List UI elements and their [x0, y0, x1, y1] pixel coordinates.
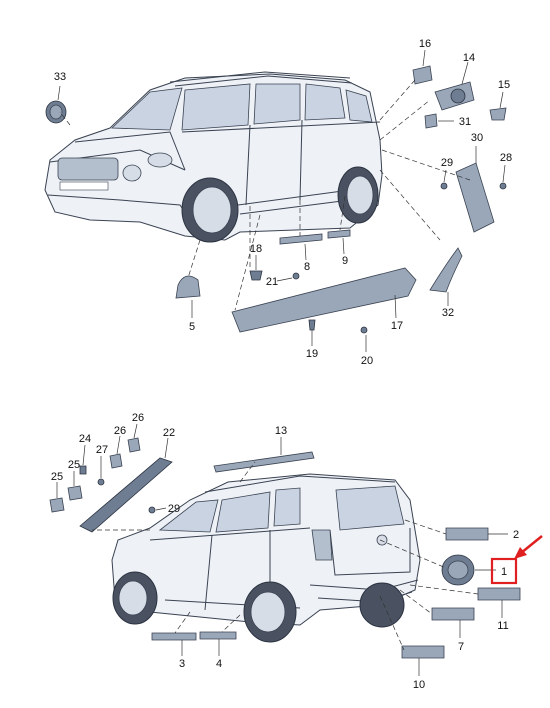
red-arrow-icon — [514, 535, 543, 559]
label-4: 4 — [216, 658, 222, 670]
label-29-top: 29 — [441, 157, 453, 169]
label-32: 32 — [442, 307, 454, 319]
label-22: 22 — [163, 427, 175, 439]
front-vehicle-view — [44, 71, 383, 243]
label-9: 9 — [342, 255, 348, 267]
label-29-bottom: 29 — [168, 503, 180, 515]
label-26-b: 26 — [114, 425, 126, 437]
label-25-b: 25 — [51, 471, 63, 483]
label-17: 17 — [391, 320, 403, 332]
part-33-badge — [45, 85, 67, 124]
part-3-sill-trim — [151, 632, 197, 656]
label-11: 11 — [497, 620, 508, 632]
highlight-box — [490, 557, 518, 585]
part-20-screw — [360, 326, 368, 352]
part-8-trim-strip — [279, 233, 323, 261]
label-26-a: 26 — [132, 412, 144, 424]
label-25-a: 25 — [68, 459, 80, 471]
label-19: 19 — [306, 348, 318, 360]
part-2-badge — [445, 527, 508, 541]
part-27-screw — [97, 456, 105, 486]
part-19-clip — [308, 319, 316, 346]
label-3: 3 — [179, 658, 185, 670]
part-25-clip-b — [49, 482, 65, 513]
part-11-lettering — [477, 587, 521, 618]
part-14-fog-cover — [434, 61, 475, 111]
part-15-clip — [489, 91, 507, 121]
part-9-trim-strip — [327, 229, 351, 255]
label-24: 24 — [79, 433, 91, 445]
part-31-clip — [424, 113, 454, 129]
label-20: 20 — [361, 355, 373, 367]
label-30: 30 — [471, 132, 483, 144]
part-22-roof-trim — [79, 437, 173, 533]
label-18: 18 — [250, 243, 262, 255]
label-1: 1 — [501, 566, 507, 578]
part-5-flap — [175, 275, 201, 318]
label-31: 31 — [459, 116, 471, 128]
part-13-roof-strip — [213, 437, 315, 473]
label-2: 2 — [513, 529, 519, 541]
part-7-lettering — [431, 607, 475, 638]
part-30-rear-trim — [455, 146, 495, 233]
part-29-screw — [440, 169, 448, 190]
part-16-bracket — [412, 49, 433, 85]
part-24-clip — [79, 444, 87, 475]
part-4-sill-trim — [199, 631, 237, 656]
part-1-emblem — [441, 554, 496, 586]
part-26-clip-b — [109, 435, 123, 469]
part-26-clip-a — [127, 423, 141, 453]
label-5: 5 — [189, 321, 195, 333]
label-27: 27 — [96, 444, 108, 456]
label-16: 16 — [419, 38, 431, 50]
label-7: 7 — [458, 641, 464, 653]
rear-vehicle-view — [111, 473, 421, 643]
label-33: 33 — [54, 71, 66, 83]
label-21: 21 — [266, 276, 278, 288]
part-17-side-sill — [231, 267, 417, 333]
label-15: 15 — [498, 79, 510, 91]
part-25-clip-a — [67, 471, 83, 501]
part-10-lettering — [401, 645, 445, 676]
label-28: 28 — [500, 152, 512, 164]
label-14: 14 — [463, 52, 475, 64]
part-29-bottom-clip — [148, 506, 167, 514]
part-28-screw — [499, 164, 507, 190]
label-13: 13 — [275, 425, 287, 437]
part-32-wheel-arch-trim — [429, 247, 463, 306]
part-21-clip — [276, 272, 300, 282]
label-10: 10 — [413, 679, 425, 691]
label-8: 8 — [304, 261, 310, 273]
part-18-clip — [249, 255, 263, 281]
